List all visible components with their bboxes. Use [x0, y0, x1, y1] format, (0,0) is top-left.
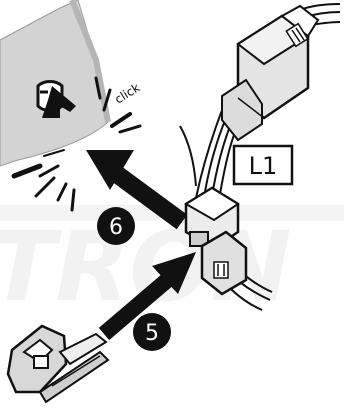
tool-icon: [8, 326, 108, 402]
connector-label: L1: [249, 152, 278, 180]
step6-number: 6: [109, 215, 123, 240]
step6-badge: 6: [97, 207, 135, 245]
step5-badge: 5: [133, 313, 171, 351]
click-label: click: [112, 80, 142, 106]
step5-number: 5: [145, 321, 159, 346]
connector-label-box: L1: [234, 146, 292, 184]
upper-connector: [222, 6, 318, 140]
